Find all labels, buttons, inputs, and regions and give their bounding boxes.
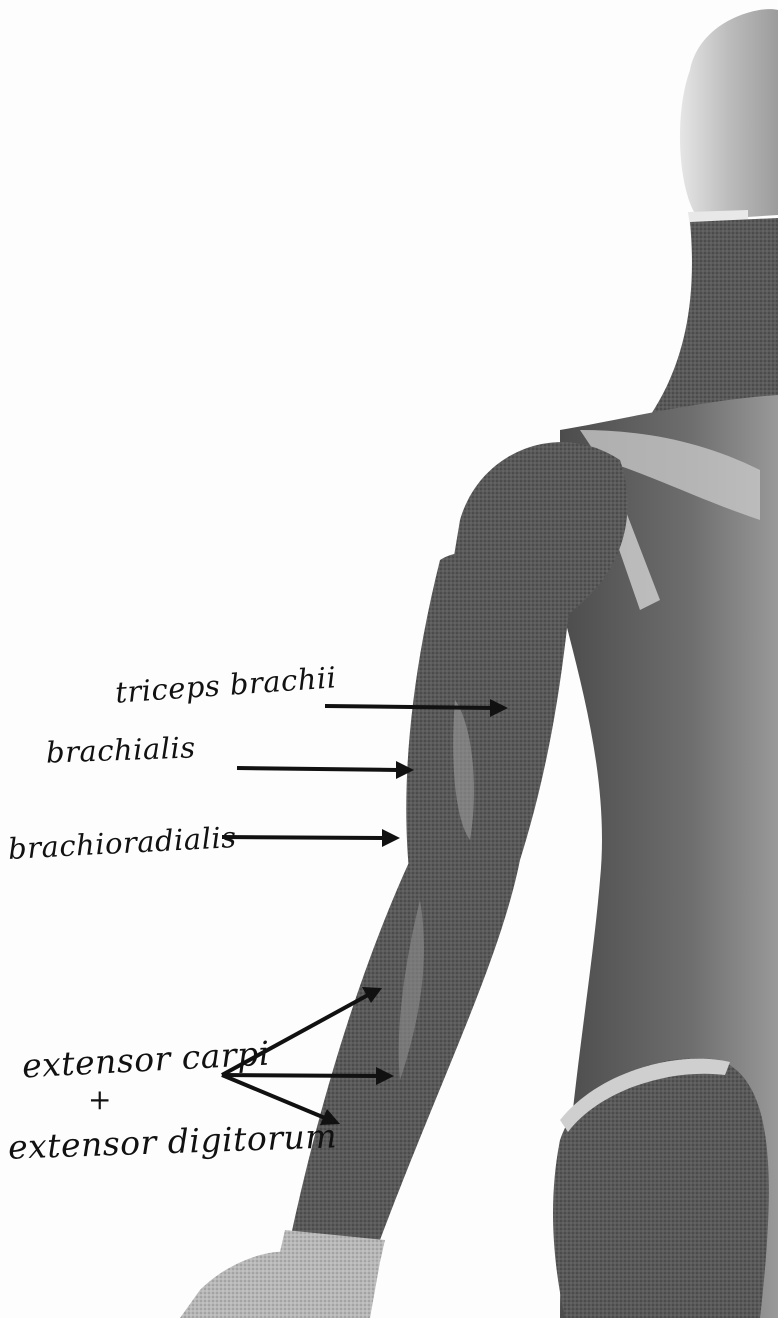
hand-shape <box>180 1252 380 1318</box>
label-brachialis: brachialis <box>45 730 196 769</box>
arrow-extensor-3 <box>222 1075 325 1118</box>
label-plus: + <box>88 1083 112 1116</box>
arrow-brachioradialis-head <box>382 829 400 847</box>
arrow-extensor-2 <box>222 1075 378 1076</box>
head-shape <box>680 9 778 220</box>
arrow-brachialis <box>237 768 398 770</box>
upper-arm-shape <box>406 552 570 880</box>
arrow-triceps <box>325 706 492 708</box>
arrow-brachioradialis <box>222 837 384 838</box>
